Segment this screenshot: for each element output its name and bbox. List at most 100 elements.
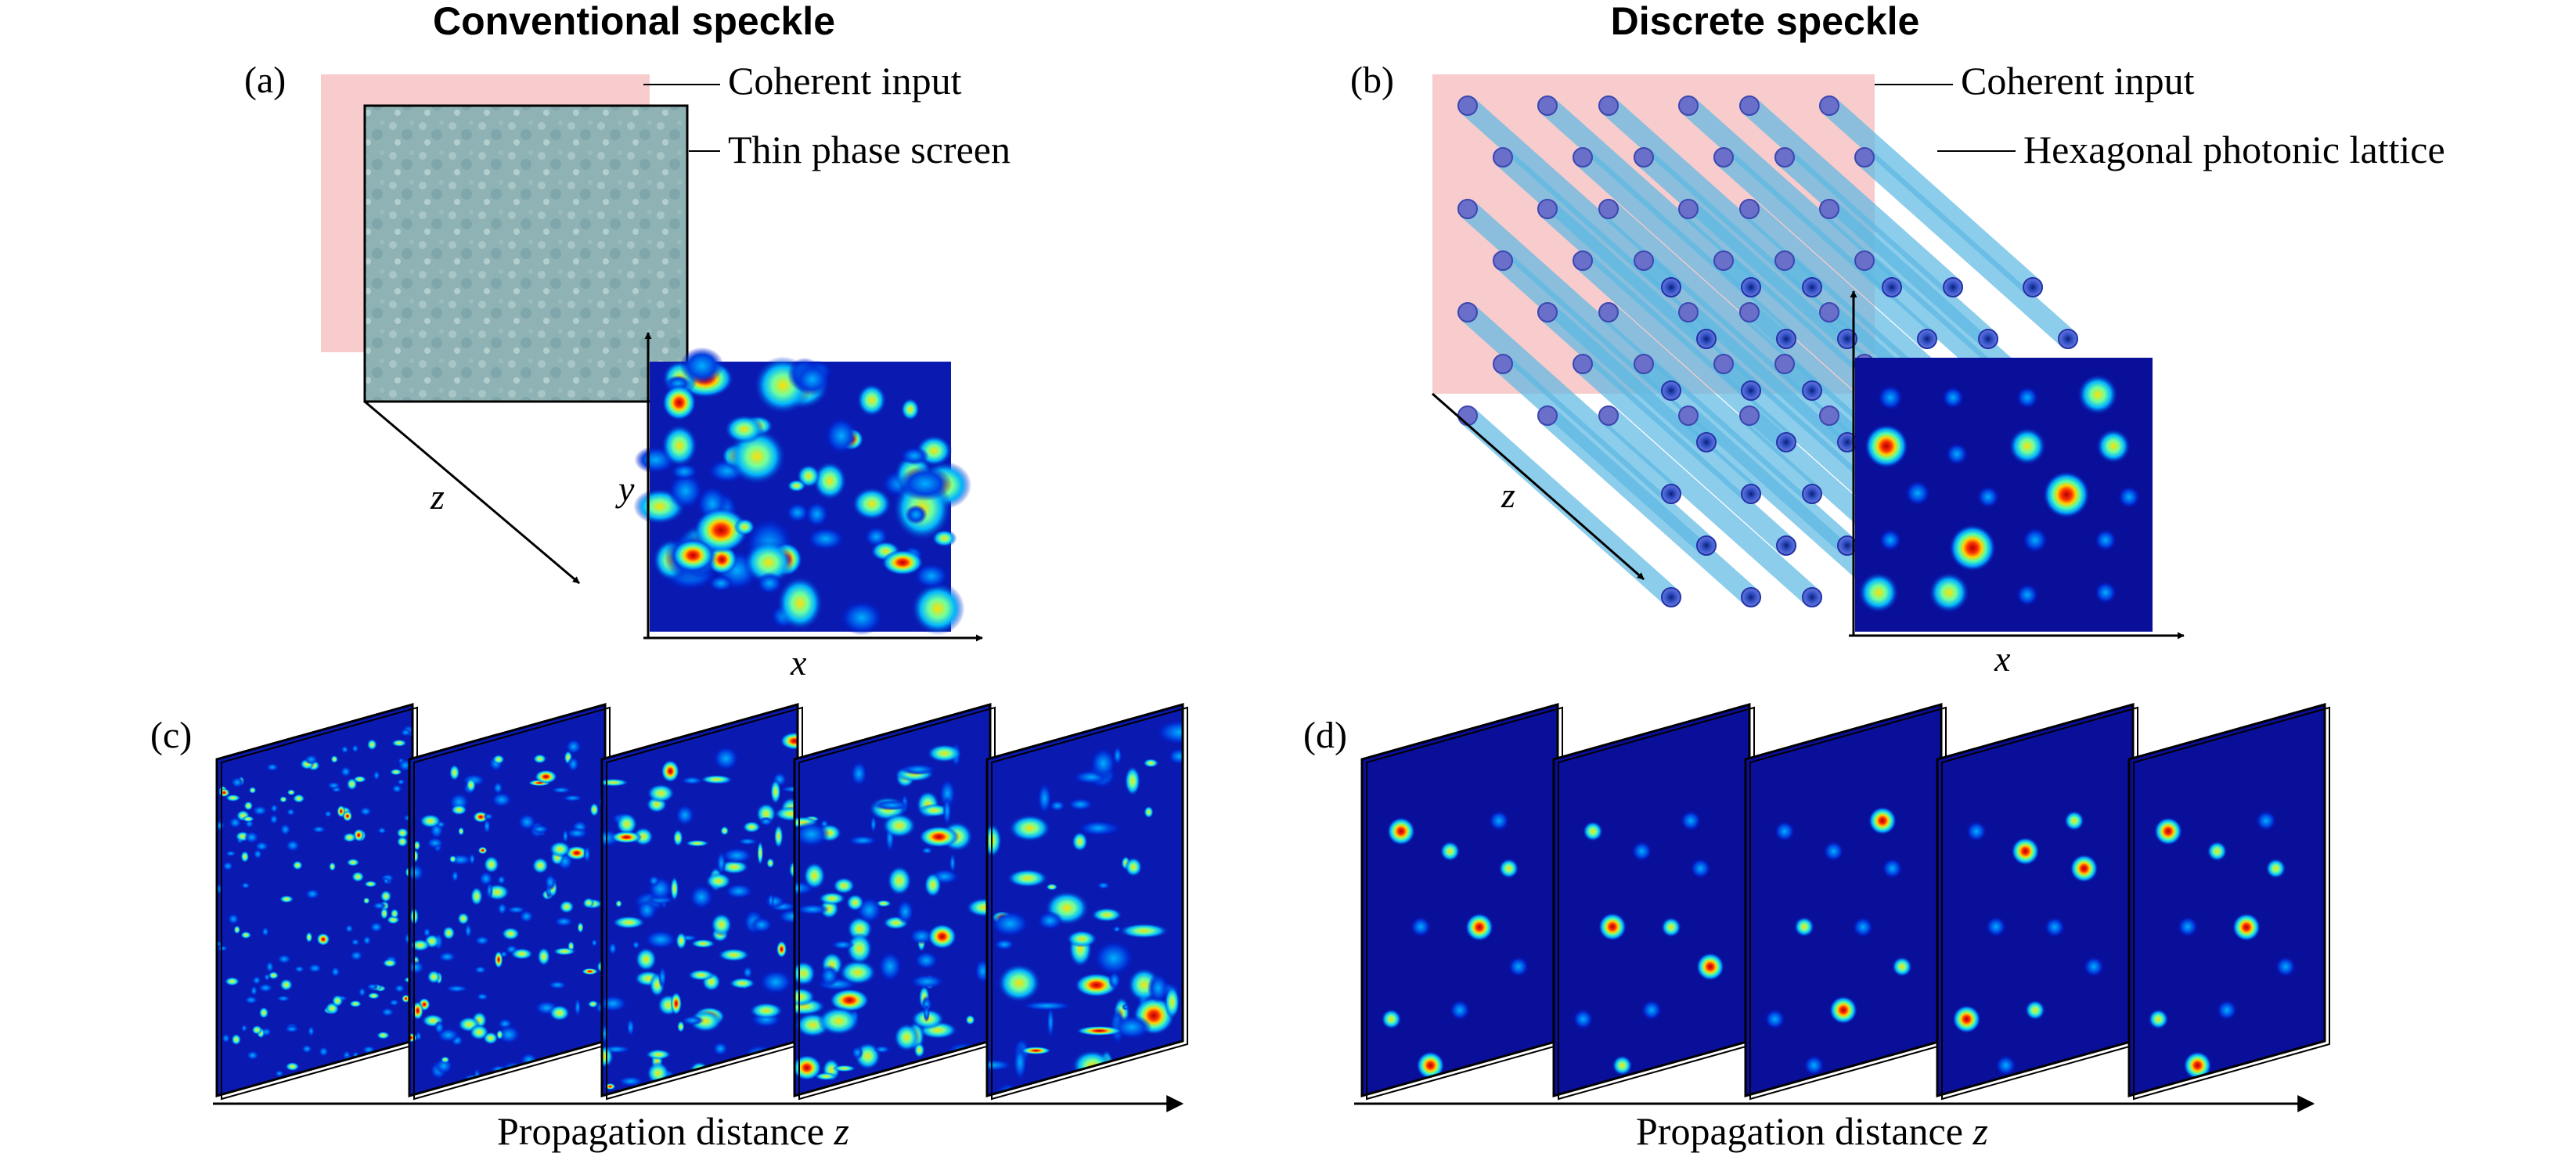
speckle-slice-3 [600, 703, 803, 1101]
waveguide [1819, 95, 2043, 297]
speckle-grain [913, 563, 949, 589]
discrete-spot [2023, 528, 2048, 553]
label-coherent-input-b: Coherent input [1961, 59, 2195, 103]
lattice-site-input [1573, 250, 1593, 271]
lattice-site-output [2058, 329, 2078, 349]
lattice-site-output [1802, 587, 1822, 607]
speckle-grain [724, 414, 765, 444]
speckle-slice-2 [1552, 703, 1755, 1101]
waveguide [1598, 405, 1822, 607]
discrete-speckle-pattern-b [1855, 358, 2153, 632]
waveguide [1573, 354, 1796, 556]
speckle-grain [671, 539, 715, 572]
z-axis-arrow-a [364, 400, 580, 585]
speckle-slice-5 [2127, 703, 2330, 1101]
discrete-spot [1977, 486, 1999, 508]
waveguide [1537, 302, 1761, 504]
discrete-spot [2077, 374, 2118, 415]
lattice-site-output [1802, 380, 1822, 401]
waveguide [1739, 95, 1963, 297]
speckle-grain [931, 529, 957, 547]
speckle-grain [899, 446, 929, 466]
speckle-evolution-stack-c [215, 703, 1188, 1101]
waveguide [1598, 302, 1822, 504]
discrete-spot [2095, 529, 2117, 551]
lattice-site-input [1774, 147, 1795, 168]
lattice-site-input [1854, 147, 1875, 168]
waveguide [1537, 405, 1761, 607]
speckle-grain [694, 507, 749, 553]
lattice-site-input [1598, 95, 1619, 116]
speckle-grain [733, 517, 755, 536]
lattice-site-input [1854, 250, 1875, 271]
lattice-site-input [1739, 199, 1760, 219]
lattice-site-input [1457, 405, 1478, 426]
lattice-site-input [1819, 302, 1839, 322]
lattice-site-output [1741, 587, 1761, 607]
lattice-site-output [1837, 329, 1857, 349]
lattice-site-input [1739, 95, 1760, 116]
axis-label-x-a: x [790, 643, 807, 683]
speckle-grain [905, 504, 928, 525]
speckle-grain [910, 582, 965, 636]
lattice-site-input [1493, 147, 1513, 168]
lattice-site-input [1713, 354, 1734, 374]
speckle-grain [881, 549, 924, 575]
lattice-site-input [1537, 199, 1558, 219]
discrete-spot [2095, 582, 2117, 604]
waveguide [1457, 405, 1681, 607]
speckle-grain [776, 575, 823, 631]
discrete-spot [1905, 481, 1930, 506]
discrete-spot [1858, 572, 1899, 613]
lattice-site-output [1696, 432, 1717, 452]
label-hexagonal-photonic-lattice: Hexagonal photonic lattice [2023, 128, 2445, 171]
speckle-grain [805, 501, 829, 528]
lattice-site-output [1978, 329, 1998, 349]
lattice-site-output [1802, 277, 1822, 297]
lattice-site-input [1493, 354, 1513, 374]
speckle-pattern-a [633, 347, 972, 636]
speckle-grain [670, 463, 699, 481]
lattice-site-input [1457, 95, 1478, 116]
lattice-site-input [1598, 199, 1619, 219]
panel-label-d: (d) [1303, 715, 1347, 756]
lattice-site-input [1678, 302, 1699, 322]
lattice-site-output [1661, 587, 1681, 607]
lattice-site-input [1537, 302, 1558, 322]
speckle-slice-3 [1744, 703, 1947, 1101]
speckle-slice-1 [1360, 703, 1563, 1101]
lattice-site-output [2023, 277, 2043, 297]
discrete-spot [1946, 443, 1968, 465]
lattice-site-input [1819, 405, 1839, 426]
lattice-site-output [1661, 380, 1681, 401]
waveguide [1457, 302, 1681, 504]
lattice-site-input [1573, 354, 1593, 374]
speckle-grain [743, 540, 794, 585]
speckle-grain [898, 466, 953, 502]
lattice-site-output [1661, 277, 1681, 297]
lattice-site-input [1819, 199, 1839, 219]
lattice-site-input [1598, 302, 1619, 322]
propagation-label-d: Propagation distance z [1636, 1109, 1988, 1153]
speckle-grain [756, 571, 783, 595]
title-discrete-speckle: Discrete speckle [1611, 0, 1920, 43]
discrete-spot [1864, 424, 1908, 468]
speckle-grain [856, 383, 887, 417]
lattice-site-input [1678, 405, 1699, 426]
discrete-spot [2118, 486, 2140, 508]
lattice-site-input [1739, 302, 1760, 322]
lattice-site-output [1776, 432, 1796, 452]
speckle-grain [785, 502, 809, 523]
label-thin-phase-screen: Thin phase screen [728, 128, 1011, 171]
z-axis-arrow-b [1432, 392, 1645, 581]
axis-label-z-b: z [1501, 475, 1515, 515]
speckle-grain [668, 472, 704, 510]
discrete-spot [1879, 529, 1901, 551]
lattice-site-input [1598, 405, 1619, 426]
speckle-slice-5 [985, 703, 1188, 1101]
title-conventional-speckle: Conventional speckle [433, 0, 835, 43]
lattice-site-input [1573, 147, 1593, 168]
speckle-grain [812, 461, 847, 501]
lattice-site-input [1457, 199, 1478, 219]
